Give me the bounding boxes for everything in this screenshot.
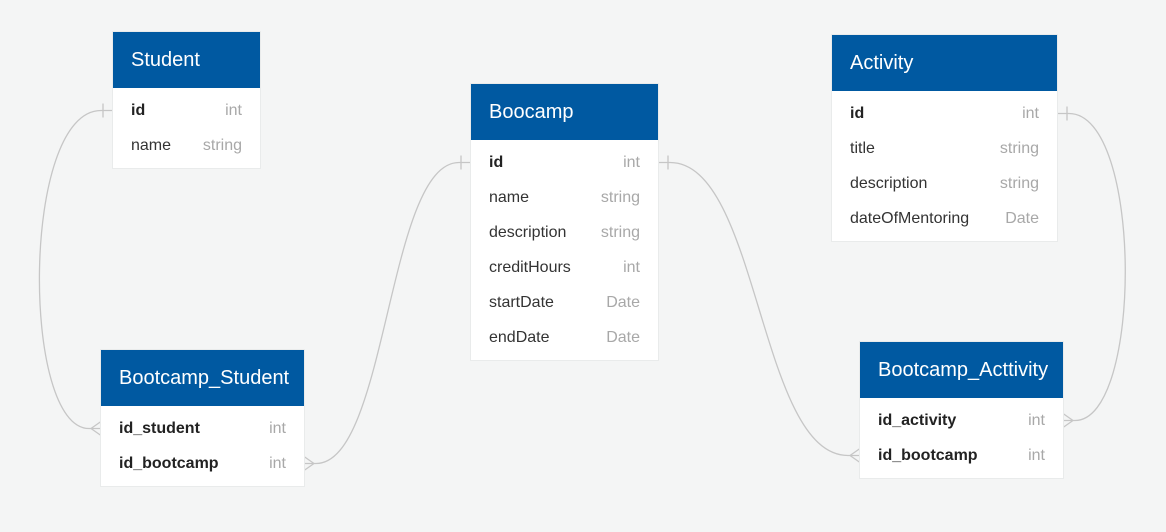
field-type: int: [1022, 104, 1039, 122]
field-name: id: [131, 101, 146, 119]
field-type: int: [1028, 446, 1045, 464]
field-type: Date: [606, 293, 640, 311]
many-marker: [303, 455, 315, 472]
field-name: description: [489, 223, 567, 241]
entity-title: Bootcamp_Student: [101, 350, 304, 406]
field-type: int: [1028, 411, 1045, 429]
relationship-line: [304, 161, 471, 465]
field-type: int: [225, 101, 242, 119]
field-type: int: [269, 419, 286, 437]
field-type: Date: [1005, 209, 1039, 227]
many-marker: [849, 447, 861, 464]
field-row-credithours[interactable]: creditHours int: [471, 250, 658, 285]
field-type: int: [269, 454, 286, 472]
field-name: id_bootcamp: [878, 446, 978, 464]
field-type: string: [999, 174, 1039, 192]
field-row-id-bootcamp[interactable]: id_bootcamp int: [101, 446, 304, 481]
field-name: id_bootcamp: [119, 454, 219, 472]
field-name: name: [131, 136, 172, 154]
entity-title: Bootcamp_Acttivity: [860, 342, 1063, 398]
field-name: id: [489, 153, 504, 171]
relationship-line: [38, 109, 113, 430]
field-name: name: [489, 188, 530, 206]
entity-activity[interactable]: Activity id int title string description stri…: [832, 35, 1057, 241]
field-row-id-student[interactable]: id_student int: [101, 411, 304, 446]
field-type: string: [600, 223, 640, 241]
entity-fields: id int name string description string creditHo…: [471, 140, 658, 360]
field-row-startdate[interactable]: startDate Date: [471, 285, 658, 320]
field-name: endDate: [489, 328, 550, 346]
field-row-enddate[interactable]: endDate Date: [471, 320, 658, 355]
field-type: Date: [606, 328, 640, 346]
relationship-line: [658, 161, 860, 457]
field-row-id-activity[interactable]: id_activity int: [860, 403, 1063, 438]
field-type: int: [623, 153, 640, 171]
field-row-dateofmentoring[interactable]: dateOfMentoring Date: [832, 201, 1057, 236]
field-row-id[interactable]: id int: [471, 145, 658, 180]
many-marker: [90, 420, 102, 437]
field-row-title[interactable]: title string: [832, 131, 1057, 166]
field-row-id[interactable]: id int: [113, 93, 260, 128]
relationship-line: [1057, 112, 1126, 422]
field-row-name[interactable]: name string: [471, 180, 658, 215]
field-row-description[interactable]: description string: [471, 215, 658, 250]
field-name: creditHours: [489, 258, 571, 276]
field-name: startDate: [489, 293, 554, 311]
field-name: description: [850, 174, 928, 192]
field-row-id-bootcamp[interactable]: id_bootcamp int: [860, 438, 1063, 473]
field-type: string: [600, 188, 640, 206]
field-row-description[interactable]: description string: [832, 166, 1057, 201]
field-type: int: [623, 258, 640, 276]
entity-fields: id int title string description string dateOfM…: [832, 91, 1057, 241]
entity-student[interactable]: Student id int name string: [113, 32, 260, 168]
field-name: id_activity: [878, 411, 957, 429]
field-row-id[interactable]: id int: [832, 96, 1057, 131]
many-marker: [1062, 412, 1074, 429]
field-row-name[interactable]: name string: [113, 128, 260, 163]
entity-fields: id int name string: [113, 88, 260, 168]
entity-title: Activity: [832, 35, 1057, 91]
field-type: string: [999, 139, 1039, 157]
field-type: string: [202, 136, 242, 154]
entity-title: Boocamp: [471, 84, 658, 140]
field-name: dateOfMentoring: [850, 209, 970, 227]
field-name: id: [850, 104, 865, 122]
entity-title: Student: [113, 32, 260, 88]
field-name: title: [850, 139, 875, 157]
entity-boocamp[interactable]: Boocamp id int name string description string…: [471, 84, 658, 360]
field-name: id_student: [119, 419, 200, 437]
